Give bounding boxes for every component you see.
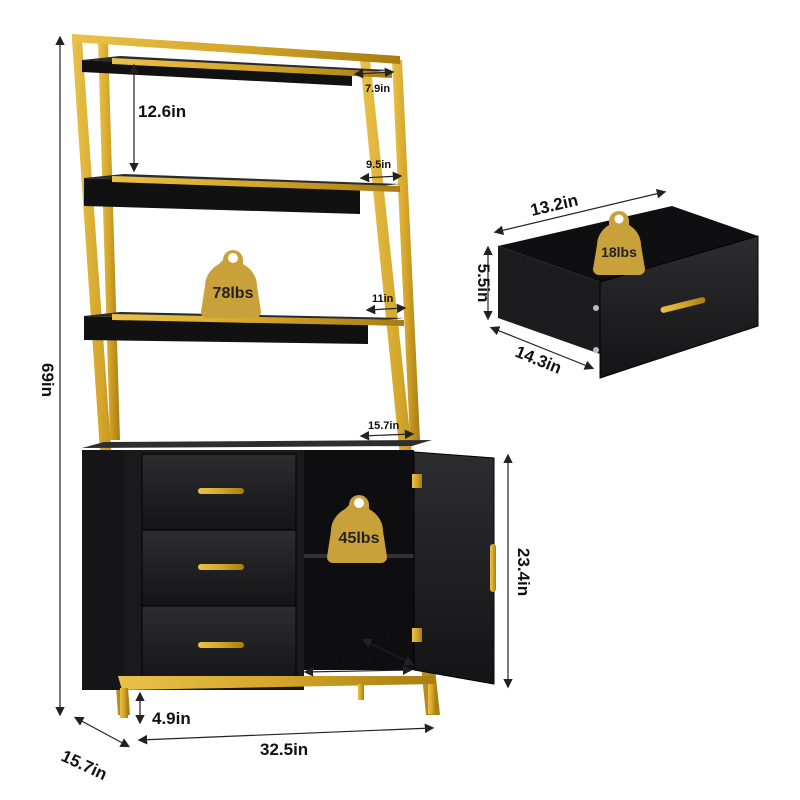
dim-height-total: 69in <box>38 363 57 397</box>
weight-label-shelf: 78lbs <box>213 285 254 302</box>
dim-cabinet-height: 23.4in <box>514 548 533 596</box>
weight-kettlebell-icon <box>327 495 387 563</box>
frame-top-bar <box>72 34 400 64</box>
dim-cabinet-inner-width: 13.4in <box>340 657 371 669</box>
door-handle <box>490 544 496 592</box>
door-hinge-top <box>412 474 422 488</box>
leg-left <box>120 688 128 718</box>
cabinet-door-open <box>413 451 495 685</box>
weight-label-drawer: 18lbs <box>601 244 637 260</box>
weight-kettlebell-icon <box>201 250 261 318</box>
drawer-handle <box>660 297 706 313</box>
drawer-handle <box>198 564 244 570</box>
weight-badge-shelf: 78lbs <box>201 250 261 318</box>
weight-badge-cabinet: 45lbs <box>327 495 387 563</box>
drawer-handle <box>198 488 244 494</box>
base-frame-bar <box>118 676 436 690</box>
shelf-3-gold-lip <box>112 314 404 326</box>
dim-shelf3-depth: 11in <box>372 293 394 305</box>
dim-shelf1-depth: 7.9in <box>365 83 390 95</box>
shelf-1-gold-lip <box>112 58 392 78</box>
door-hinge-bottom <box>412 628 422 642</box>
shelf-2-gold-lip <box>112 176 400 192</box>
weight-kettlebell-icon <box>593 211 645 275</box>
dim-leg-height: 4.9in <box>152 709 191 728</box>
frame-right-front-rail <box>392 60 420 440</box>
dim-drawer-depth: 14.3in <box>513 342 565 378</box>
dim-width-total: 32.5in <box>260 740 308 759</box>
weight-label-cabinet: 45lbs <box>339 530 380 547</box>
bookshelf-cabinet <box>72 34 496 718</box>
dim-cabinet-top-depth: 15.7in <box>368 420 399 432</box>
dim-shelf-gap-top: 12.6in <box>138 102 186 121</box>
dim-depth-base: 15.7in <box>58 746 110 784</box>
cabinet-drawers <box>141 453 297 687</box>
dimension-lines <box>55 35 667 748</box>
dim-drawer-height: 5.5in <box>474 264 493 303</box>
drawer-handle <box>198 642 244 648</box>
dim-drawer-width: 13.2in <box>529 191 580 220</box>
dim-shelf2-depth: 9.5in <box>366 159 391 171</box>
cabinet-top <box>82 440 432 448</box>
shelf-1-front <box>82 60 352 86</box>
leg-right <box>428 684 436 714</box>
leg-mid <box>358 684 364 700</box>
